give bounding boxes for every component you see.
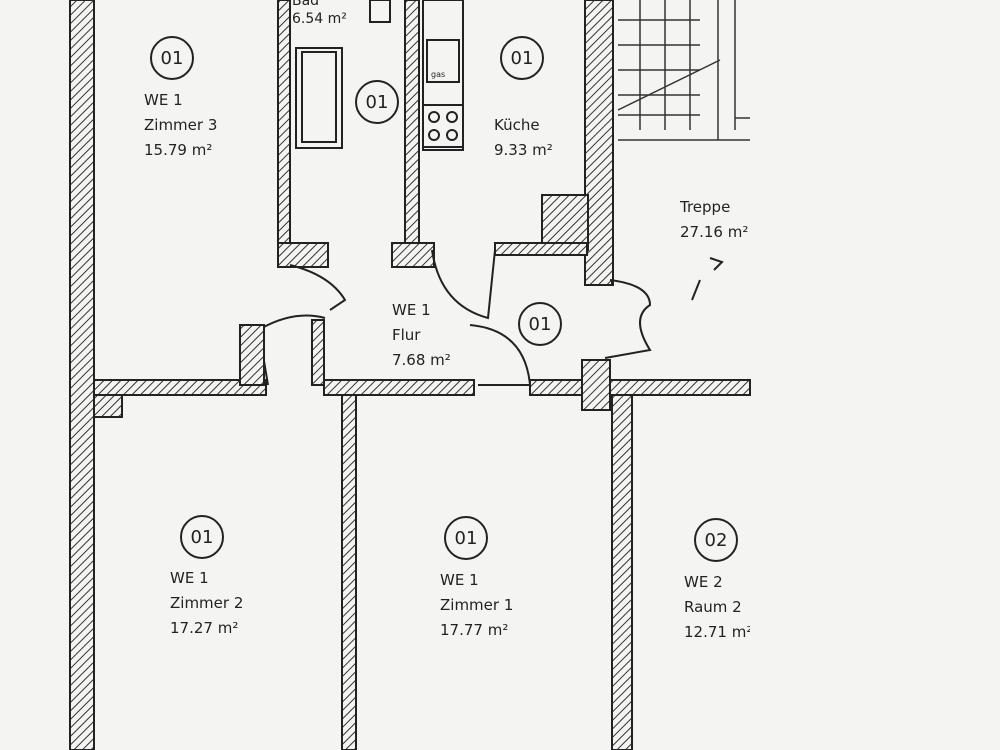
burner <box>446 111 458 123</box>
cooktop <box>422 104 464 148</box>
stair-arrow <box>691 257 724 301</box>
wall-middle-b <box>323 379 475 396</box>
stove-label: gas <box>431 70 446 79</box>
wall-middle-a <box>93 379 267 396</box>
room-treppe: Treppe 27.16 m² <box>680 195 750 245</box>
room-badge-zimmer2: 01 <box>180 515 224 559</box>
bathtub <box>295 47 343 149</box>
room-zimmer3: WE 1 Zimmer 3 15.79 m² <box>144 88 217 163</box>
room-zimmer3-name: Zimmer 3 <box>144 116 218 134</box>
stove <box>426 39 460 83</box>
wall-z2-z1 <box>341 394 357 750</box>
burner <box>428 111 440 123</box>
burner <box>428 129 440 141</box>
room-bad-area: 6.54 m² <box>292 11 347 27</box>
room-zimmer2-name: Zimmer 2 <box>170 594 244 612</box>
wall-kueche-treppe <box>584 0 614 286</box>
door-zimmer3[interactable] <box>289 264 347 311</box>
wall-middle-c <box>529 379 751 396</box>
door-zimmer1[interactable] <box>469 324 532 386</box>
room-zimmer2: WE 1 Zimmer 2 17.27 m² <box>170 566 243 641</box>
burner <box>446 129 458 141</box>
wall-bad-left <box>277 0 291 256</box>
room-badge-raum2: 02 <box>694 518 738 562</box>
room-badge-zimmer3: 01 <box>150 36 194 80</box>
door-kueche[interactable] <box>431 249 496 320</box>
room-bad-name: Bad <box>292 0 320 9</box>
wall-kueche-bottom2 <box>494 242 588 256</box>
room-zimmer3-unit: WE 1 <box>144 91 183 109</box>
wall-left <box>69 0 95 750</box>
room-zimmer1-area: 17.77 m² <box>440 621 509 639</box>
bathtub-inner <box>301 51 337 143</box>
wall-door-jamb <box>239 324 265 386</box>
room-raum2-unit: WE 2 <box>684 573 723 591</box>
wall-z1-raum2 <box>611 394 633 750</box>
room-badge-zimmer1: 01 <box>444 516 488 560</box>
room-zimmer2-unit: WE 1 <box>170 569 209 587</box>
room-badge-flur: 01 <box>518 302 562 346</box>
wall-chimney <box>541 194 589 251</box>
room-zimmer3-area: 15.79 m² <box>144 141 213 159</box>
wall-flur-right <box>581 359 611 411</box>
door-treppe[interactable] <box>604 279 652 359</box>
room-flur: WE 1 Flur 7.68 m² <box>392 298 451 373</box>
room-kueche: Küche 9.33 m² <box>494 113 553 163</box>
wall-middle-d <box>93 394 123 418</box>
room-raum2-area: 12.71 m² <box>684 623 750 641</box>
room-zimmer2-area: 17.27 m² <box>170 619 239 637</box>
wall-bad-kueche <box>404 0 420 246</box>
wall-kueche-bottom <box>391 242 435 268</box>
room-zimmer1-name: Zimmer 1 <box>440 596 514 614</box>
room-bad: Bad 6.54 m² <box>292 0 347 28</box>
room-flur-area: 7.68 m² <box>392 351 451 369</box>
room-flur-name: Flur <box>392 326 421 344</box>
room-flur-unit: WE 1 <box>392 301 431 319</box>
room-kueche-area: 9.33 m² <box>494 141 553 159</box>
room-raum2-name: Raum 2 <box>684 598 742 616</box>
room-zimmer1: WE 1 Zimmer 1 17.77 m² <box>440 568 513 643</box>
room-kueche-name: Küche <box>494 116 540 134</box>
room-zimmer1-unit: WE 1 <box>440 571 479 589</box>
wall-bad-bottom <box>277 242 329 268</box>
room-badge-kueche: 01 <box>500 36 544 80</box>
bad-fixture <box>369 0 391 23</box>
room-raum2: WE 2 Raum 2 12.71 m² <box>684 570 750 645</box>
wall-flur-left <box>311 319 325 386</box>
room-badge-bad: 01 <box>355 80 399 124</box>
room-treppe-area: 27.16 m² <box>680 223 749 241</box>
room-treppe-name: Treppe <box>680 198 731 216</box>
staircase <box>617 0 750 141</box>
